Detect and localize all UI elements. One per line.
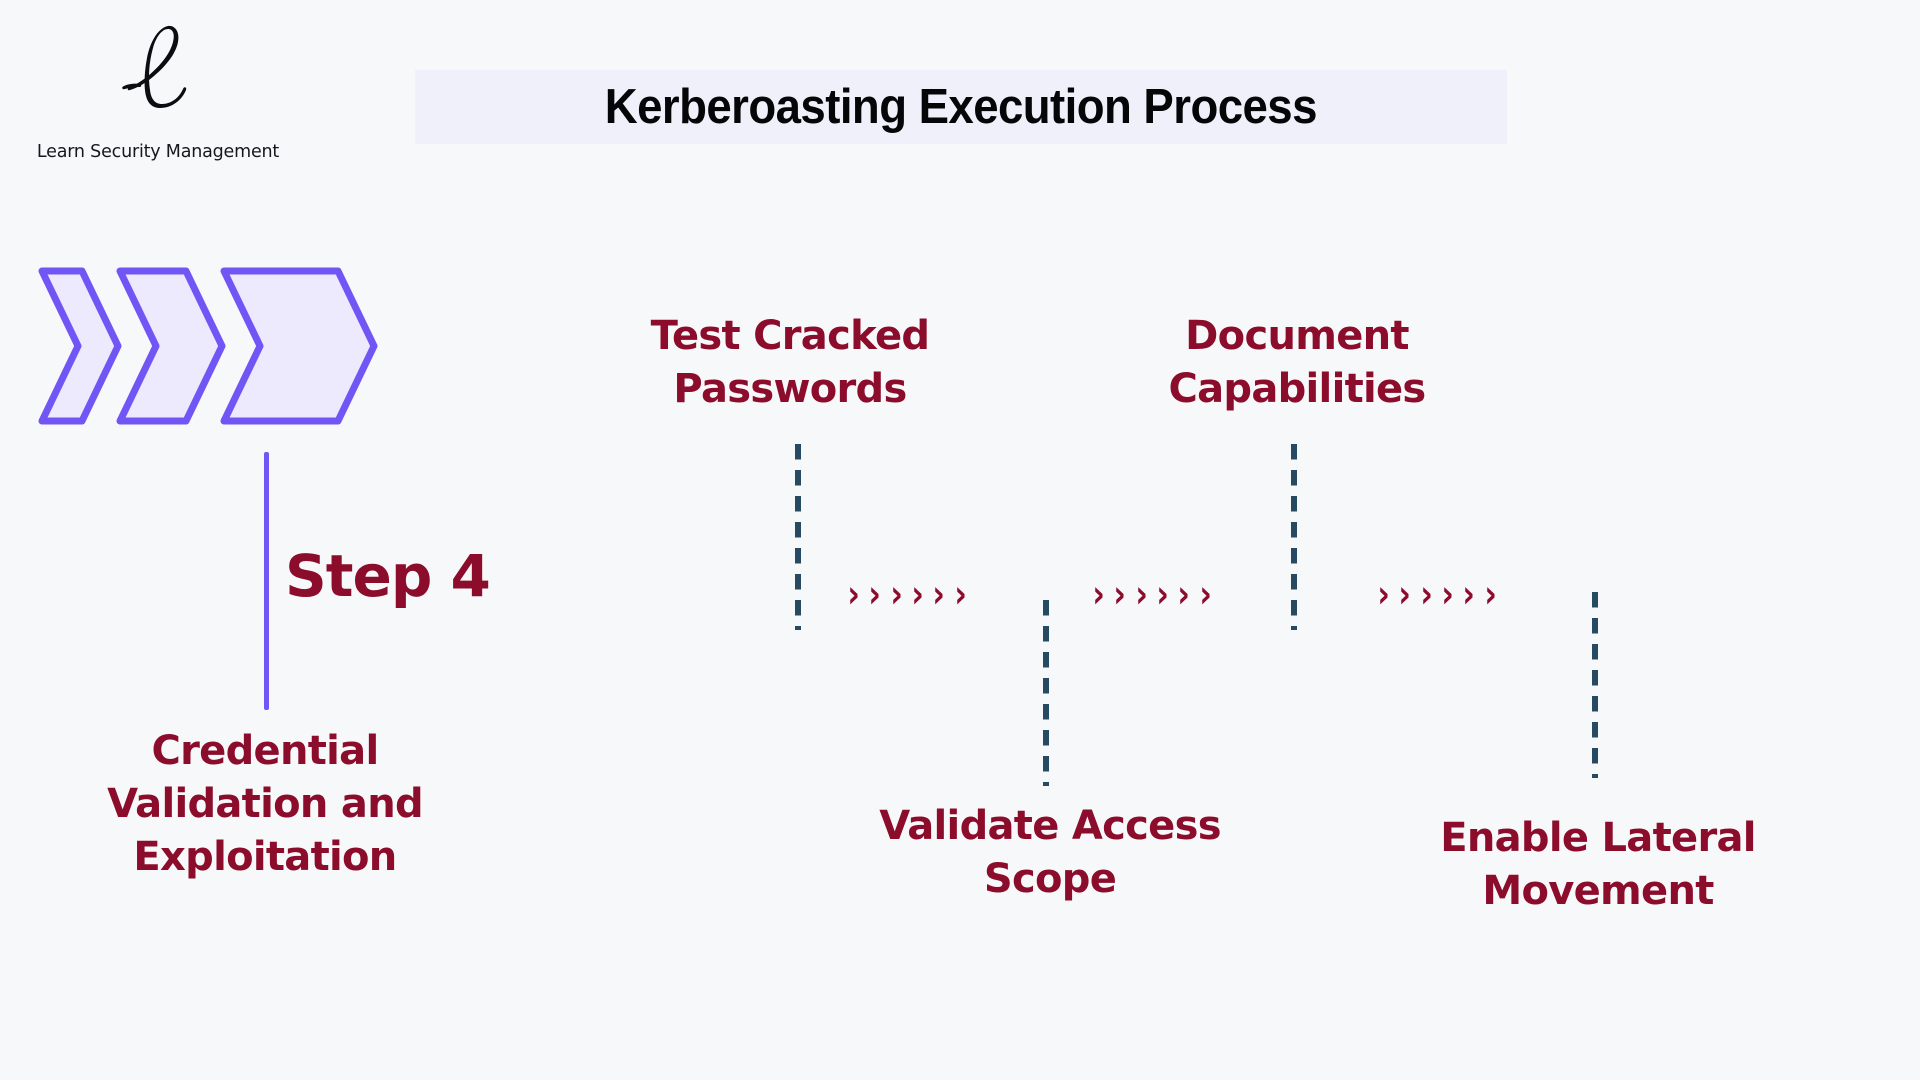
chevron-right-icon: › (1156, 571, 1169, 617)
chevron-right-icon: › (1483, 571, 1497, 617)
node-line-1: Document (1185, 313, 1409, 359)
chevron-right-icon: › (911, 571, 924, 617)
node-connector-enable-lateral-movement (1592, 592, 1598, 778)
title-banner: Kerberoasting Execution Process (415, 70, 1507, 144)
node-line-2: Movement (1482, 868, 1714, 915)
chevron-right-icon: › (1377, 571, 1390, 617)
brand-logo: Learn Security Management (28, 18, 288, 162)
node-label-document-capabilities: Document Capabilities (1077, 310, 1517, 416)
node-connector-validate-access-scope (1043, 600, 1049, 786)
chevron-right-icon: › (1092, 571, 1105, 617)
triple-chevron-banner-icon (38, 265, 488, 430)
chevron-right-icon: › (1398, 571, 1412, 617)
chevron-right-icon: › (890, 571, 903, 617)
chevron-right-icon: › (1113, 571, 1127, 617)
node-label-test-cracked-passwords: Test Cracked Passwords (570, 310, 1010, 416)
chevron-right-icon: › (953, 571, 967, 617)
step-title: Credential Validation and Exploitation (30, 725, 500, 885)
chevron-right-icon: › (1135, 571, 1148, 617)
node-connector-document-capabilities (1291, 444, 1297, 630)
chevron-right-icon: › (1462, 571, 1476, 617)
node-label-validate-access-scope: Validate Access Scope (830, 800, 1270, 906)
chevron-right-icon: › (1198, 571, 1212, 617)
flow-arrow-2: ›››››› (1090, 572, 1214, 616)
step-title-line-2: Validation and (107, 781, 424, 828)
chevron-right-icon: › (847, 571, 860, 617)
step-badge: Step 4 (285, 542, 491, 610)
chevron-right-icon: › (932, 571, 946, 617)
step-connector-line (264, 452, 269, 710)
chevron-right-icon: › (868, 571, 882, 617)
chevron-right-icon: › (1441, 571, 1454, 617)
brand-name: Learn Security Management (36, 142, 280, 162)
node-line-1: Test Cracked (650, 313, 930, 359)
flow-arrow-1: ›››››› (845, 572, 969, 616)
page-title: Kerberoasting Execution Process (604, 80, 1318, 134)
chevron-right-icon: › (1420, 571, 1433, 617)
node-line-2: Capabilities (1168, 366, 1426, 413)
node-label-enable-lateral-movement: Enable Lateral Movement (1368, 812, 1828, 918)
chevron-right-icon: › (1177, 571, 1191, 617)
flow-arrow-3: ›››››› (1375, 572, 1499, 616)
node-line-1: Validate Access (879, 803, 1221, 849)
node-line-1: Enable Lateral (1440, 815, 1756, 861)
step-title-line-1: Credential (151, 728, 380, 774)
node-line-2: Passwords (673, 366, 907, 413)
node-connector-test-cracked-passwords (795, 444, 801, 630)
step-title-line-3: Exploitation (133, 834, 397, 881)
script-letter-l-logo-icon (106, 20, 216, 112)
node-line-2: Scope (983, 856, 1117, 903)
